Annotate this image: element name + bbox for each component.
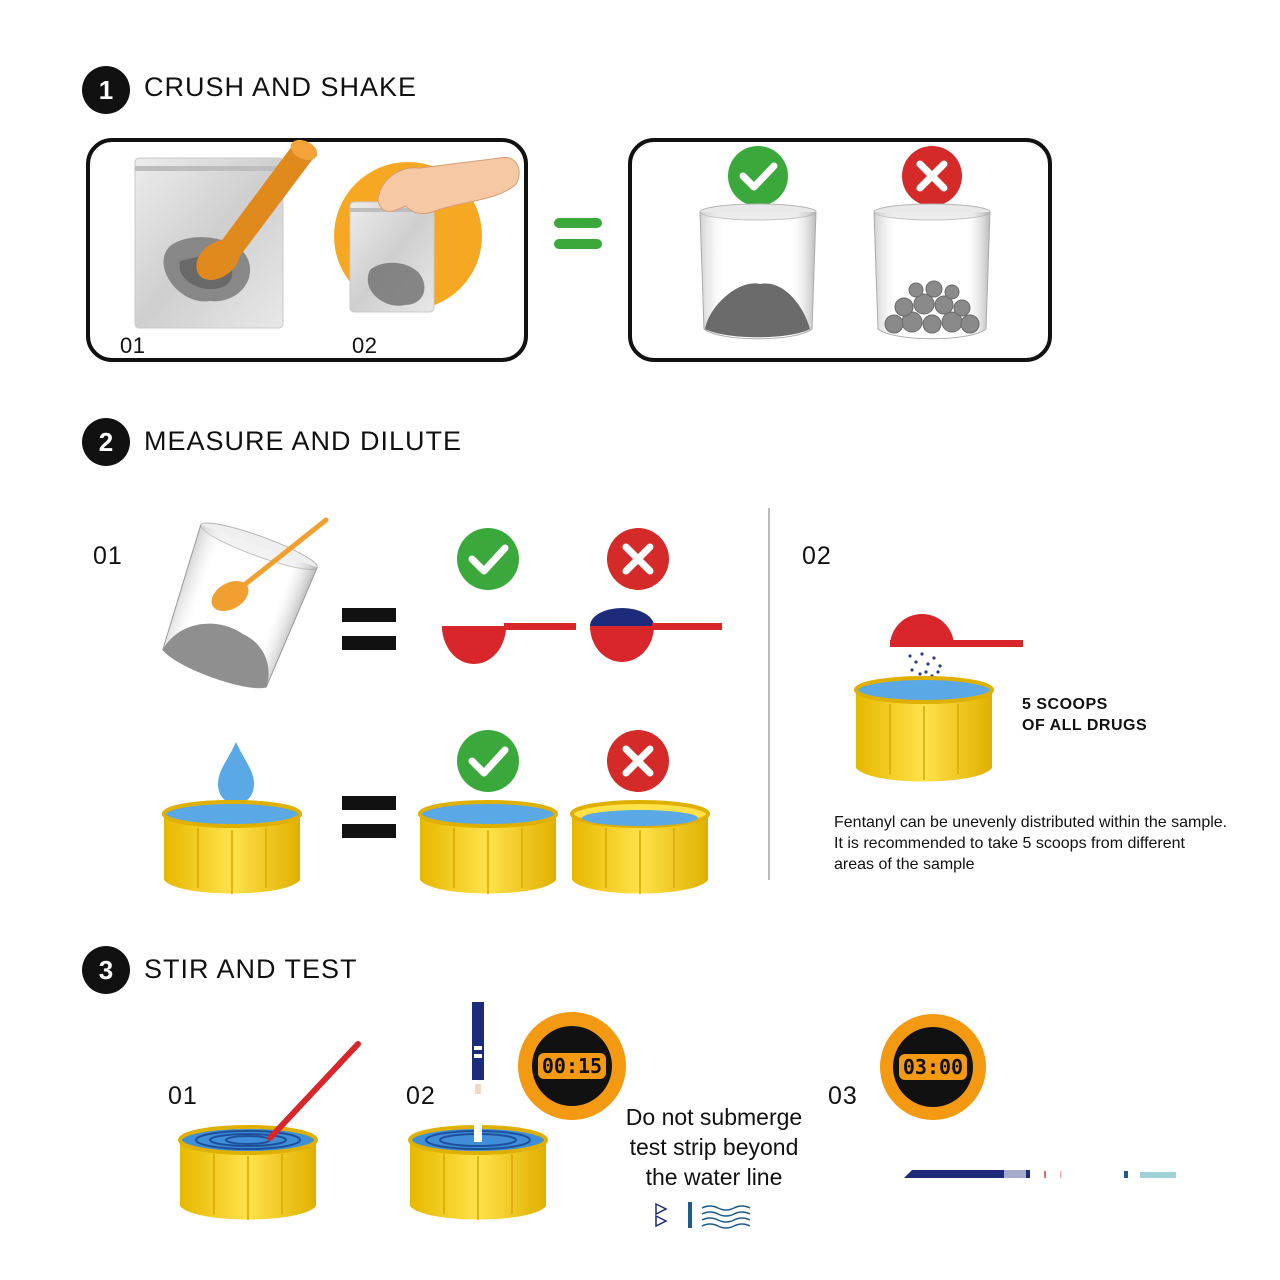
shake-bag-illustration: [334, 156, 520, 313]
warn-line-3: the water line: [645, 1164, 783, 1190]
coarse-powder-cup: [873, 146, 991, 340]
powder: [162, 623, 269, 688]
full-cap: [418, 730, 558, 894]
scoop-icon: [890, 614, 954, 646]
step-3-sub-02: 02: [406, 1082, 436, 1110]
test-strip-result: [904, 1170, 1176, 1178]
step-2-title: MEASURE AND DILUTE: [144, 426, 463, 456]
step-3-badge: 3: [82, 946, 130, 994]
scoops-line-1: 5 SCOOPS: [1022, 696, 1108, 713]
check-icon: [728, 146, 788, 206]
step-1-title: CRUSH AND SHAKE: [144, 72, 418, 102]
equals-icon: [342, 796, 396, 838]
test-strip-icon: [472, 1002, 484, 1080]
step-2-badge: 2: [82, 418, 130, 466]
note-line-3: areas of the sample: [834, 856, 975, 873]
scoops-label: 5 SCOOPS OF ALL DRUGS: [1022, 694, 1147, 736]
cap-water-low: [582, 810, 698, 826]
crushed-powder: [367, 262, 425, 306]
crush-bag-illustration: [134, 139, 318, 329]
timer-15s: 00:15: [518, 1012, 626, 1120]
cap-water: [854, 676, 994, 704]
fine-powder: [705, 283, 810, 338]
hand-icon: [377, 156, 520, 214]
scoop-icon: [504, 623, 576, 630]
level-scoop: [442, 528, 576, 664]
check-icon: [457, 730, 519, 792]
scoop-icon: [652, 623, 722, 630]
submerge-warning: Do not submerge test strip beyond the wa…: [612, 1102, 816, 1192]
fentanyl-note: Fentanyl can be unevenly distributed wit…: [834, 812, 1254, 875]
cap-water: [418, 800, 558, 828]
pestle-icon: [196, 146, 315, 280]
step-3-title: STIR AND TEST: [144, 954, 358, 984]
heaped-scoop: [590, 528, 722, 662]
check-icon: [457, 528, 519, 590]
coarse-chunks: [884, 280, 980, 334]
glass-with-spoon: [162, 517, 329, 689]
water-drop-icon: [218, 742, 254, 804]
fine-powder-cup: [699, 146, 817, 340]
timer-3min: 03:00: [880, 1014, 986, 1120]
cap-water: [162, 800, 302, 828]
step-3-sub-03: 03: [828, 1082, 858, 1110]
strip-in-cap: [408, 1002, 548, 1220]
timer-3min-readout: 03:00: [898, 1054, 968, 1080]
warn-line-2: test strip beyond: [629, 1134, 799, 1160]
equals-icon: [554, 218, 602, 249]
timer-15s-readout: 00:15: [537, 1053, 607, 1079]
water-line-icon: [655, 1202, 751, 1229]
stirring-cap: [178, 1041, 361, 1220]
stir-stick-icon: [267, 1041, 361, 1141]
equals-icon: [342, 608, 396, 650]
scoop-pouring: [854, 614, 1023, 782]
section-divider: [768, 508, 770, 880]
heaped-powder: [590, 608, 654, 626]
cap-with-drop: [162, 742, 302, 894]
note-line-1: Fentanyl can be unevenly distributed wit…: [834, 814, 1228, 831]
underfilled-cap: [570, 730, 710, 894]
step-1-sub-02: 02: [352, 333, 378, 358]
step-2-sub-02: 02: [802, 542, 832, 570]
note-line-2: It is recommended to take 5 scoops from …: [834, 835, 1185, 852]
scoops-line-2: OF ALL DRUGS: [1022, 717, 1148, 734]
warn-line-1: Do not submerge: [625, 1104, 803, 1130]
step-1-badge: 1: [82, 66, 130, 114]
step-1-sub-01: 01: [120, 333, 146, 358]
spoon-icon: [235, 517, 329, 593]
step-2-sub-01: 01: [93, 542, 123, 570]
step-3-sub-01: 01: [168, 1082, 198, 1110]
